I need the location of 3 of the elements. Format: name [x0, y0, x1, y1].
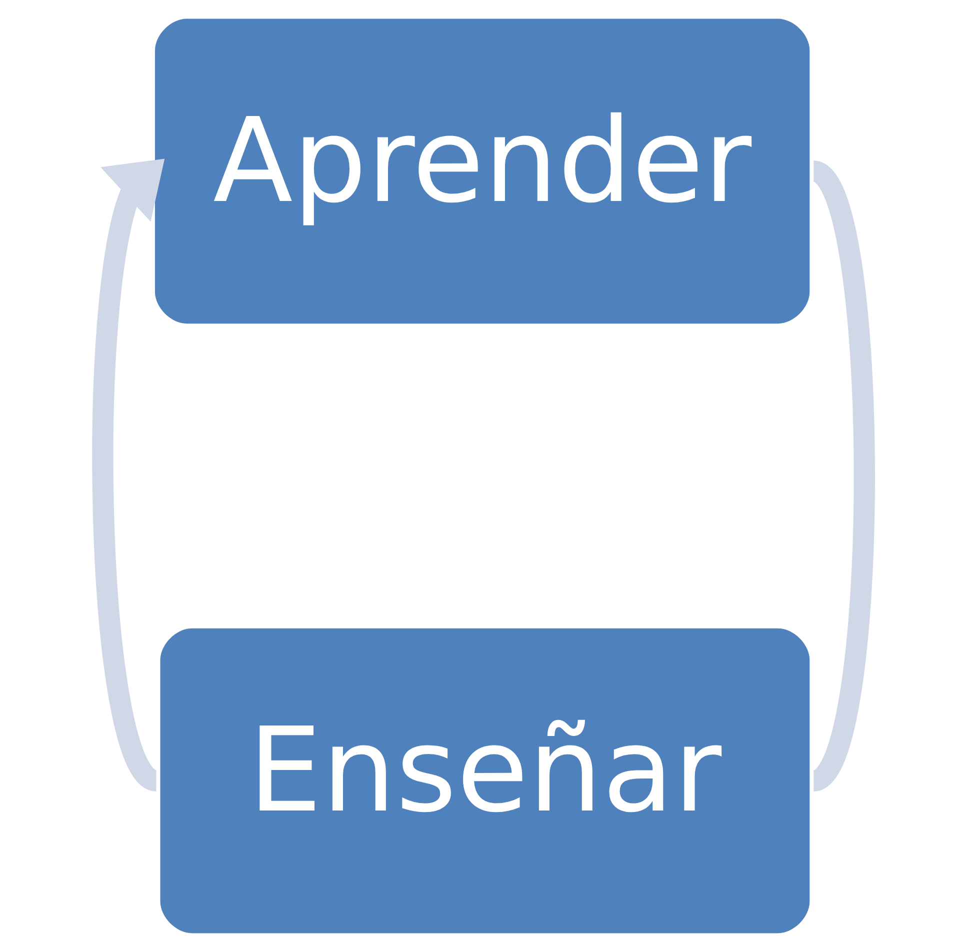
arrow	[92, 158, 164, 790]
node-box: Enseñar	[160, 628, 810, 934]
node-box: Aprender	[154, 18, 810, 324]
